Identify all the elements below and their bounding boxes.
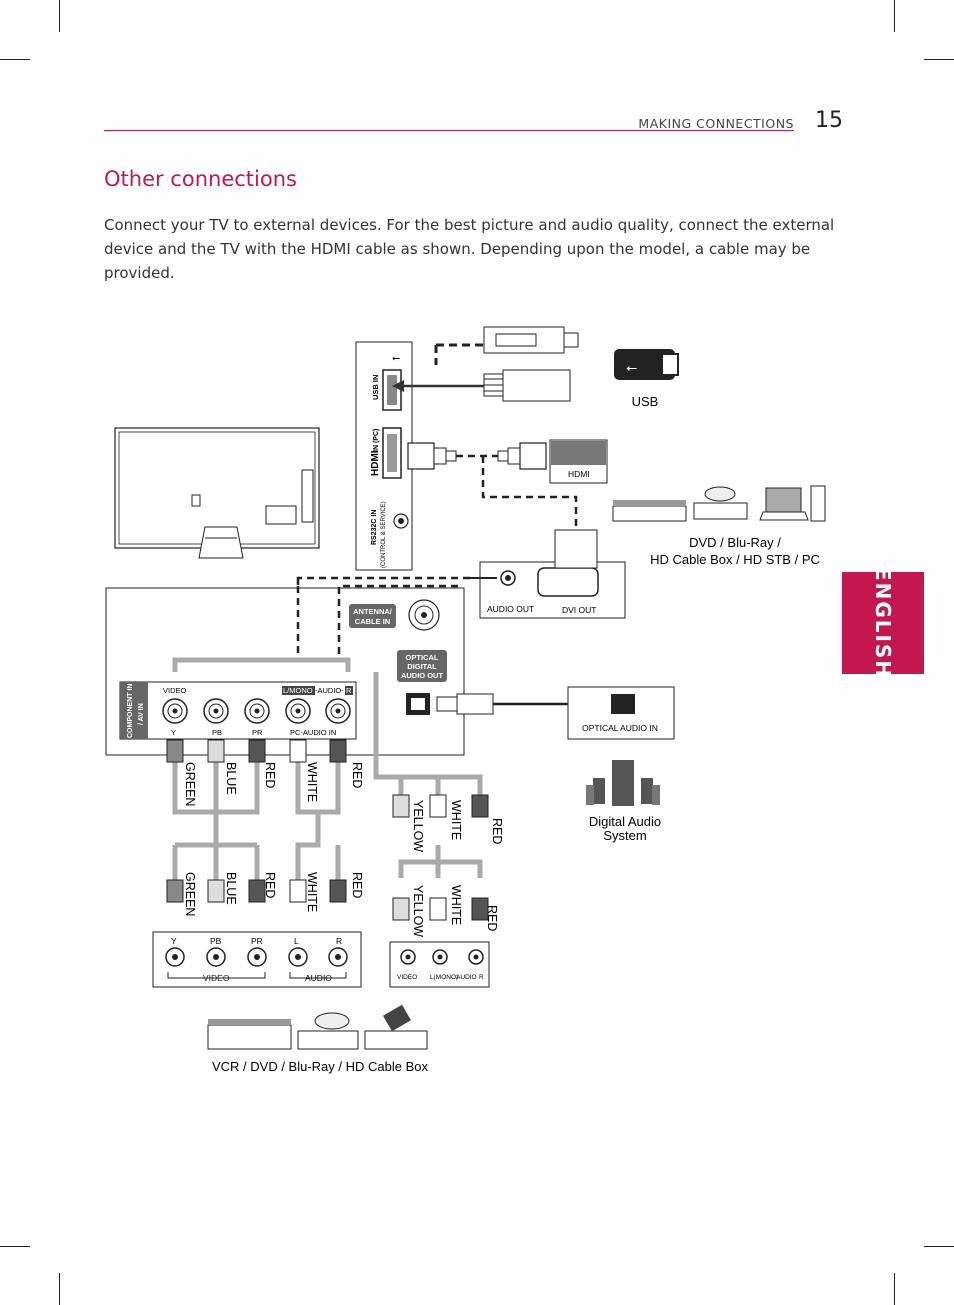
crop-mark [59,0,60,32]
hdmi-devices: DVD / Blu-Ray / HD Cable Box / HD STB / … [612,485,826,567]
crop-mark [894,0,895,32]
hdmi-devices-label-2: HD Cable Box / HD STB / PC [650,552,820,567]
hdmi-cable: HDMI [407,439,608,530]
cable-label-red: RED [263,872,277,898]
ext-r-label: R [336,936,342,946]
audio-mono-label: L/MONO [283,686,313,695]
page-number: 15 [815,108,843,133]
usb-in-label: USB IN [371,375,380,400]
cable-label-white: WHITE [449,885,463,925]
cable-label-white: WHITE [449,800,463,840]
cable-label-yellow: YELLOW [411,885,425,937]
av-video-label: VIDEO [397,974,417,981]
ext-pr-label: PR [251,936,263,946]
pc-audio-label: PC-AUDIO IN [290,728,336,737]
cable-label-yellow: YELLOW [411,800,425,852]
audio-system-label-2: System [603,828,646,843]
cable-label-red: RED [263,762,277,788]
pr-label: PR [252,728,263,737]
header-rule [104,130,794,131]
av-l-mono-label: L(MONO) [430,974,458,981]
cable-label-red: RED [490,818,504,844]
antenna-label: ANTENNA/ [353,607,393,616]
intro-paragraph: Connect your TV to external devices. For… [104,216,835,282]
hdmi-port-label: HDMI [568,469,590,479]
video-label: VIDEO [163,686,187,695]
usb-device-label: USB [632,394,659,409]
cable-label-blue: BLUE [224,762,238,795]
cable-label-red: RED [485,905,499,931]
hdmi-in-label: IN (PC) [373,429,380,452]
crop-mark [0,1246,30,1247]
rs232c-label: RS232C IN [371,510,378,545]
audio-system: Digital Audio System [586,760,661,843]
optical-audio-in-label: OPTICAL AUDIO IN [582,723,658,733]
ext-y-label: Y [171,936,177,946]
page-title: Other connections [104,167,297,191]
optical-label: OPTICAL [406,653,439,662]
component-devices: VCR / DVD / Blu-Ray / HD Cable Box [207,1004,429,1074]
section-label: MAKING CONNECTIONS [638,116,794,131]
component-label: COMPONENT IN [127,684,134,738]
usb-port-icon: ⭠ [392,353,400,364]
rca-cables [172,657,483,880]
crop-mark [59,1273,60,1305]
av-r-label: R [479,974,484,981]
cable-label-white: WHITE [305,762,319,802]
av-device-panel: VIDEO L(MONO) AUDIO R [389,941,490,988]
optical-label-2: DIGITAL [407,662,437,671]
cable-color-labels: GREEN BLUE RED WHITE RED YELLOW WHITE RE… [183,762,504,937]
ext-pb-label: PB [210,936,222,946]
tv-side-panel: USB IN ⭠ HDMI IN (PC) RS232C IN (CONTROL… [355,341,413,571]
usb-devices: ⭠ USB [392,326,679,409]
language-tab: ENGLISH [842,567,924,679]
pc-dvi-out-label: DVI OUT [562,605,596,615]
cable-label-green: GREEN [183,872,197,916]
antenna-label-2: CABLE IN [355,617,390,626]
cable-label-blue: BLUE [224,872,238,905]
rs232c-sub-label: (CONTROL & SERVICE) [381,501,387,568]
crop-mark [0,59,30,60]
cable-label-green: GREEN [183,762,197,806]
ext-video-label: VIDEO [203,973,230,983]
component-label-2: / AV IN [138,703,145,725]
pc-audio-out-label: AUDIO OUT [487,604,534,614]
optical-cable: OPTICAL AUDIO IN [436,686,675,740]
crop-mark [924,1246,954,1247]
y-label: Y [171,728,176,737]
tv-illustration [114,427,320,559]
tv-back-panel: ANTENNA/ CABLE IN OPTICAL DIGITAL AUDIO … [105,587,465,756]
hdmi-logo: HDMI [370,450,381,476]
optical-label-3: AUDIO OUT [401,671,444,680]
ext-audio-label: AUDIO [305,973,332,983]
pc-output-panel: AUDIO OUT DVI OUT [296,529,626,660]
crop-mark [924,59,954,60]
pb-label: PB [212,728,222,737]
crop-mark [894,1273,895,1305]
ext-l-label: L [294,936,299,946]
audio-r-label: R [346,686,352,695]
cable-label-red: RED [350,762,364,788]
cable-label-red: RED [350,872,364,898]
hdmi-devices-label: DVD / Blu-Ray / [689,535,781,550]
usb-symbol-icon: ⭠ [626,359,637,375]
audio-system-label: Digital Audio [589,814,661,829]
component-devices-label: VCR / DVD / Blu-Ray / HD Cable Box [212,1059,429,1074]
cable-label-white: WHITE [305,872,319,912]
av-audio-label: AUDIO [456,974,477,981]
audio-word-label: -AUDIO- [315,686,344,695]
component-device-panel: Y PB PR L R VIDEO AUDIO [152,931,362,988]
rca-plugs-tv [166,739,489,921]
